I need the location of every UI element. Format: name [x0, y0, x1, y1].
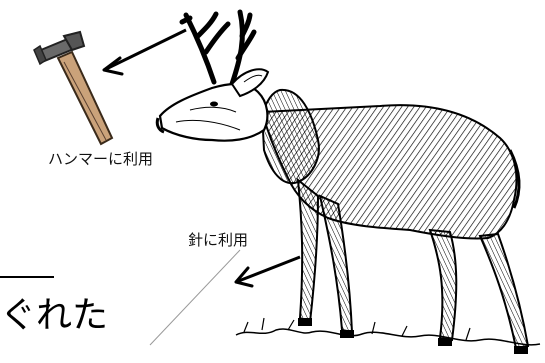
arrow-icon [236, 257, 300, 286]
arrow-icon [104, 30, 186, 74]
hammer-use-label: ハンマーに利用 [48, 148, 153, 169]
deer-illustration [157, 12, 540, 354]
needle-use-label: 針に利用 [188, 229, 248, 250]
pointer-line [150, 250, 240, 345]
cropped-text-fragment: ぐれた [0, 296, 108, 336]
partial-underline [0, 276, 54, 278]
hammer-icon [34, 32, 112, 144]
